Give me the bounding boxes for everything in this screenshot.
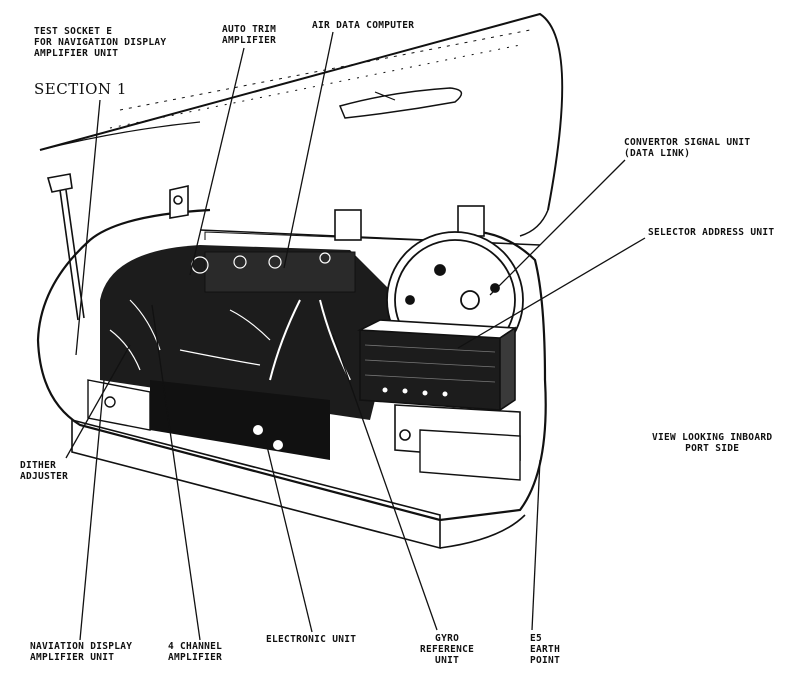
label-auto-trim-line2: AMPLIFIER	[222, 35, 277, 46]
view-note-line1: VIEW LOOKING INBOARD	[652, 432, 773, 443]
label-selector-line1: SELECTOR ADDRESS UNIT	[648, 227, 775, 238]
label-gyro-line1: GYRO	[435, 633, 460, 644]
label-auto-trim: AUTO TRIM AMPLIFIER	[222, 24, 276, 46]
label-earth-point-line1: E5	[530, 633, 543, 644]
label-dither: DITHER ADJUSTER	[20, 460, 68, 482]
mounting-brackets	[46, 173, 485, 321]
label-view-note: VIEW LOOKING INBOARD PORT SIDE	[652, 432, 772, 454]
label-dither-line1: DITHER	[20, 460, 57, 471]
label-gyro-line3: UNIT	[435, 655, 460, 666]
label-nav-display-line2: AMPLIFIER UNIT	[30, 652, 115, 663]
label-electronic-line1: ELECTRONIC UNIT	[266, 634, 357, 645]
label-earth-point-line3: POINT	[530, 655, 561, 666]
section-title: SECTION 1	[34, 80, 127, 98]
view-note-line2: PORT SIDE	[685, 443, 740, 454]
label-convertor: CONVERTOR SIGNAL UNIT (DATA LINK)	[624, 137, 750, 159]
label-four-channel-line2: AMPLIFIER	[168, 652, 223, 663]
label-gyro-line2: REFERENCE	[420, 644, 475, 655]
label-nav-display: NAVIATION DISPLAY AMPLIFIER UNIT	[30, 641, 132, 663]
interior-equipment	[100, 245, 400, 460]
label-convertor-line1: CONVERTOR SIGNAL UNIT	[624, 137, 751, 148]
label-test-socket-line3: AMPLIFIER UNIT	[34, 48, 119, 59]
label-selector: SELECTOR ADDRESS UNIT	[648, 227, 774, 238]
label-dither-line2: ADJUSTER	[20, 471, 69, 482]
label-air-data: AIR DATA COMPUTER	[312, 20, 414, 31]
label-test-socket: TEST SOCKET E FOR NAVIGATION DISPLAY AMP…	[34, 26, 166, 59]
label-earth-point: E5 EARTH POINT	[530, 633, 560, 666]
leader-lines	[65, 31, 646, 641]
label-nav-display-line1: NAVIATION DISPLAY	[30, 641, 133, 652]
label-test-socket-line2: FOR NAVIGATION DISPLAY	[34, 37, 167, 48]
label-four-channel: 4 CHANNEL AMPLIFIER	[168, 641, 222, 663]
label-earth-point-line2: EARTH	[530, 644, 561, 655]
label-four-channel-line1: 4 CHANNEL	[168, 641, 223, 652]
label-gyro: GYRO REFERENCE UNIT	[420, 633, 474, 666]
label-test-socket-line1: TEST SOCKET E	[34, 26, 113, 37]
label-electronic: ELECTRONIC UNIT	[266, 634, 356, 645]
label-convertor-line2: (DATA LINK)	[624, 148, 691, 159]
label-auto-trim-line1: AUTO TRIM	[222, 24, 277, 35]
label-air-data-line1: AIR DATA COMPUTER	[312, 20, 415, 31]
